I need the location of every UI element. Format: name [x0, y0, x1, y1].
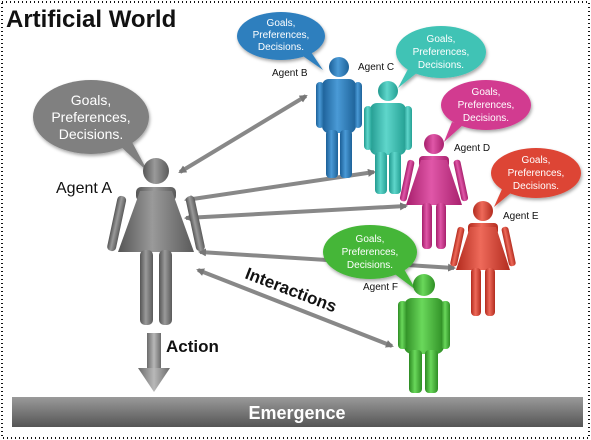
- agent-c-figure: [364, 81, 412, 194]
- agent-a-bubble: [33, 80, 149, 172]
- agent-f-bubble-line-3: Decisions.: [347, 260, 393, 271]
- agent-a-bubble-line-1: Goals,: [71, 92, 111, 108]
- agent-d-bubble: [441, 80, 531, 142]
- agent-f-label: Agent F: [363, 282, 398, 293]
- agent-a-label: Agent A: [56, 180, 112, 197]
- arrow-a-d: [184, 202, 408, 222]
- agent-f-bubble-line-1: Goals,: [356, 234, 385, 245]
- agent-d-label: Agent D: [454, 143, 490, 154]
- agent-d-bubble-line-3: Decisions.: [463, 113, 509, 124]
- agent-d: Goals, Preferences, Decisions. Agent D: [399, 80, 531, 249]
- agent-e: Goals, Preferences, Decisions. Agent E: [450, 148, 581, 316]
- agent-a-figure: [107, 158, 205, 325]
- agent-f: Goals, Preferences, Decisions. Agent F: [323, 225, 450, 393]
- agent-b-bubble: [237, 12, 325, 70]
- agent-c-label: Agent C: [358, 62, 394, 73]
- agent-b-bubble-line-1: Goals,: [267, 18, 296, 29]
- agent-e-bubble: [491, 148, 581, 207]
- agent-e-label: Agent E: [503, 211, 539, 222]
- agent-a: Goals, Preferences, Decisions. Agent A: [33, 80, 205, 325]
- agent-b-bubble-line-2: Preferences,: [253, 30, 310, 41]
- agent-b-bubble-line-3: Decisions.: [258, 42, 304, 53]
- agent-e-bubble-line-1: Goals,: [522, 155, 551, 166]
- agent-f-bubble: [323, 225, 417, 290]
- diagram-title: Artificial World: [6, 6, 176, 33]
- agent-c-bubble-line-1: Goals,: [427, 34, 456, 45]
- agent-c: Goals, Preferences, Decisions. Agent C: [358, 26, 486, 194]
- agent-b-label: Agent B: [272, 68, 308, 79]
- agent-c-bubble-line-2: Preferences,: [413, 47, 470, 58]
- agent-d-figure: [399, 134, 469, 249]
- agent-d-bubble-line-1: Goals,: [472, 87, 501, 98]
- agent-c-bubble-line-3: Decisions.: [418, 60, 464, 71]
- agent-f-bubble-line-2: Preferences,: [342, 247, 399, 258]
- agent-d-bubble-line-2: Preferences,: [458, 100, 515, 111]
- emergence-label: Emergence: [248, 403, 345, 423]
- agent-a-bubble-line-3: Decisions.: [59, 126, 124, 142]
- agent-b-figure: [316, 57, 362, 178]
- agent-f-figure: [398, 274, 450, 393]
- agent-e-figure: [450, 201, 516, 316]
- action-label: Action: [166, 337, 219, 356]
- emergence-bar: [12, 397, 583, 427]
- arrow-a-f: [196, 268, 394, 348]
- arrow-a-b: [178, 94, 308, 174]
- agent-a-bubble-line-2: Preferences,: [51, 109, 130, 125]
- action-arrow: [138, 333, 170, 392]
- agent-e-bubble-line-2: Preferences,: [508, 168, 565, 179]
- agent-b: Goals, Preferences, Decisions. Agent B: [237, 12, 362, 178]
- agent-e-bubble-line-3: Decisions.: [513, 181, 559, 192]
- agent-c-bubble: [396, 26, 486, 88]
